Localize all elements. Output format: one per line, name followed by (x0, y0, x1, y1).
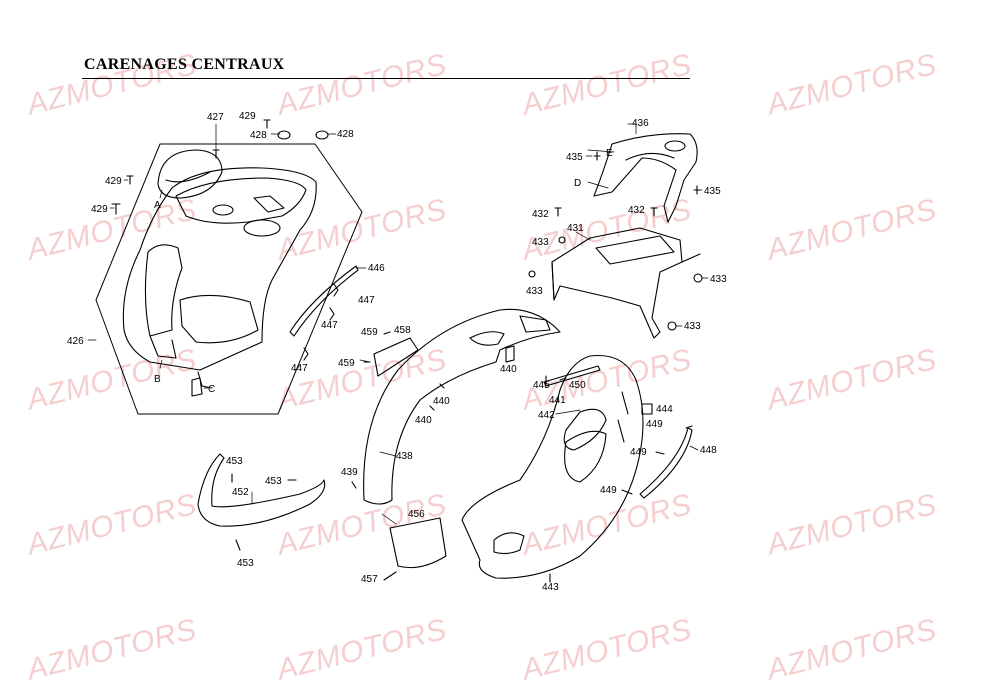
part-trim-strip-441 (543, 365, 601, 387)
watermark: AZMOTORS (762, 48, 940, 122)
callout-447: 447 (291, 363, 308, 374)
watermark: AZMOTORS (762, 343, 940, 417)
leader-lines (87, 123, 709, 525)
clips-447 (303, 283, 339, 361)
watermark: AZMOTORS (272, 48, 450, 122)
part-bracket-431 (551, 227, 701, 339)
callout-b: B (154, 374, 161, 385)
callout-428: 428 (250, 130, 267, 141)
callout-435: 435 (704, 186, 721, 197)
callout-433: 433 (710, 274, 727, 285)
watermark: AZMOTORS (762, 193, 940, 267)
part-side-rail-446 (289, 265, 359, 337)
fastener-group-top-left (111, 119, 329, 215)
callout-446: 446 (368, 263, 385, 274)
watermark: AZMOTORS (517, 48, 695, 122)
callout-447: 447 (321, 320, 338, 331)
callout-440: 440 (415, 415, 432, 426)
storage-group-outline (95, 143, 363, 415)
callout-440: 440 (500, 364, 517, 375)
callout-431: 431 (567, 223, 584, 234)
callout-458: 458 (394, 325, 411, 336)
callout-426: 426 (67, 336, 84, 347)
callout-442: 442 (538, 410, 555, 421)
part-access-cover-456 (389, 517, 447, 569)
callout-450: 450 (569, 380, 586, 391)
part-center-cover-438 (363, 308, 561, 505)
callout-433: 433 (532, 237, 549, 248)
part-clip-440 (505, 345, 515, 363)
part-rear-carrier (593, 133, 698, 223)
callout-459: 459 (361, 327, 378, 338)
callout-457: 457 (361, 574, 378, 585)
callout-453: 453 (237, 558, 254, 569)
callout-438: 438 (396, 451, 413, 462)
callout-427: 427 (207, 112, 224, 123)
watermark: AZMOTORS (272, 343, 450, 417)
part-clip-c (191, 377, 203, 397)
callout-c: C (208, 384, 215, 395)
part-clip-444 (641, 403, 653, 415)
callout-443: 443 (542, 582, 559, 593)
watermark: AZMOTORS (22, 193, 200, 267)
watermark: AZMOTORS (517, 488, 695, 562)
callout-432: 432 (628, 205, 645, 216)
callout-452: 452 (232, 487, 249, 498)
fastener-group-misc (231, 151, 703, 583)
callout-432: 432 (532, 209, 549, 220)
callout-449: 449 (646, 419, 663, 430)
callout-433: 433 (684, 321, 701, 332)
callout-447: 447 (358, 295, 375, 306)
callout-453: 453 (265, 476, 282, 487)
callout-436: 436 (632, 118, 649, 129)
callout-429: 429 (239, 111, 256, 122)
watermark: AZMOTORS (762, 613, 940, 680)
callout-428: 428 (337, 129, 354, 140)
callout-441: 441 (549, 395, 566, 406)
watermark: AZMOTORS (272, 488, 450, 562)
page-title: CARENAGES CENTRAUX (84, 56, 285, 73)
watermark: AZMOTORS (517, 613, 695, 680)
part-lower-trim-452 (197, 453, 326, 527)
watermark: AZMOTORS (272, 613, 450, 680)
watermark: AZMOTORS (272, 193, 450, 267)
callout-435: 435 (566, 152, 583, 163)
callout-453: 453 (226, 456, 243, 467)
watermark: AZMOTORS (22, 488, 200, 562)
callout-456: 456 (408, 509, 425, 520)
callout-433: 433 (526, 286, 543, 297)
part-seat-lock-cover-a (157, 149, 223, 199)
callout-449: 449 (630, 447, 647, 458)
part-storage-compartment-426 (122, 167, 317, 389)
watermark: AZMOTORS (22, 613, 200, 680)
callout-440: 440 (433, 396, 450, 407)
callout-a: A (154, 200, 161, 211)
callout-449: 449 (600, 485, 617, 496)
title-underline (82, 78, 690, 79)
callout-459: 459 (338, 358, 355, 369)
callout-439: 439 (341, 467, 358, 478)
watermark: AZMOTORS (22, 343, 200, 417)
callout-445: 445 (533, 380, 550, 391)
callout-429: 429 (91, 204, 108, 215)
watermark: AZMOTORS (517, 193, 695, 267)
callout-429: 429 (105, 176, 122, 187)
callout-444: 444 (656, 404, 673, 415)
callout-labels: 427 429 428 428 429 429 A 426 B C 446 44… (67, 111, 727, 593)
callout-448: 448 (700, 445, 717, 456)
part-side-cover-442 (461, 354, 644, 579)
callout-e: E (606, 148, 613, 159)
part-lens-458 (373, 337, 419, 377)
watermark: AZMOTORS (762, 488, 940, 562)
callout-d: D (574, 178, 581, 189)
part-side-strip-448 (639, 427, 693, 499)
